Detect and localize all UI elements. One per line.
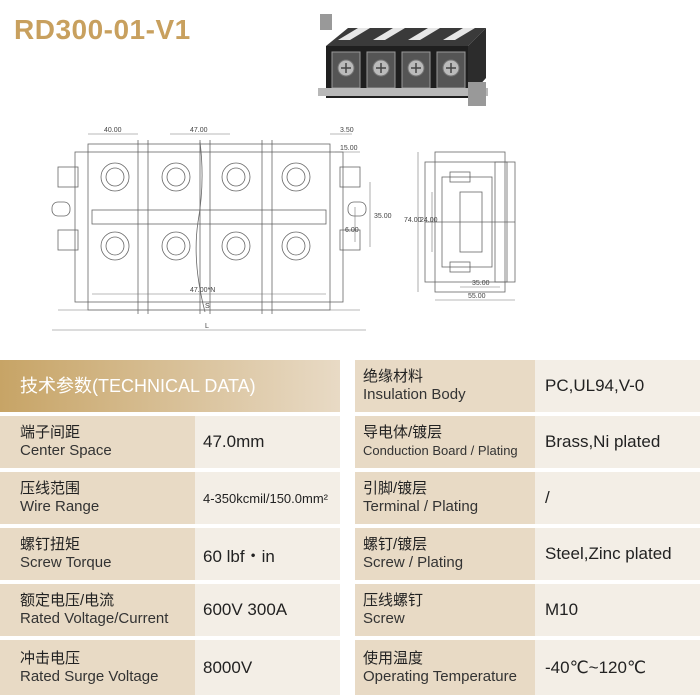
- spec-value-text: Steel,Zinc plated: [545, 544, 672, 563]
- spec-label-cn: 压线范围: [20, 480, 81, 497]
- spec-label-en: Rated Voltage/Current: [20, 610, 169, 627]
- spec-label-cn: 额定电压/电流: [20, 592, 115, 609]
- spec-label-en: Wire Range: [20, 498, 100, 515]
- spec-label-en: Terminal / Plating: [363, 498, 479, 515]
- dim-label: 24.00: [420, 217, 438, 224]
- technical-drawing: 40.00 47.00 3.50 15.00 35.00 6.00 47.00*…: [51, 127, 516, 331]
- spec-value: M10: [535, 584, 700, 636]
- spec-label-cn: 螺钉/镀层: [363, 536, 428, 553]
- dim-label: 6.00: [345, 227, 359, 234]
- spec-label-en: Conduction Board / Plating: [363, 443, 518, 458]
- spec-label-cn: 使用温度: [363, 649, 424, 667]
- spec-value: -40℃~120℃: [535, 640, 700, 695]
- spec-label-en: Insulation Body: [363, 386, 466, 403]
- spec-label-cn: 绝缘材料: [363, 368, 424, 385]
- dim-label: 47.00*N: [190, 287, 215, 294]
- dim-label: 55.00: [468, 293, 486, 300]
- spec-value: 8000V: [195, 640, 340, 695]
- dim-label: 35.00: [472, 280, 490, 287]
- spec-value: Steel,Zinc plated: [535, 528, 700, 580]
- spec-value-text: 600V 300A: [203, 600, 288, 619]
- spec-value: Brass,Ni plated: [535, 416, 700, 468]
- spec-label-en: Operating Temperature: [363, 667, 517, 685]
- spec-value-text: -40℃~120℃: [545, 657, 647, 677]
- spec-label-cn: 螺钉扭矩: [20, 536, 81, 553]
- spec-value-text: /: [545, 488, 550, 507]
- spec-value-text: Brass,Ni plated: [545, 432, 661, 451]
- spec-value: 4-350kcmil/150.0mm²: [195, 472, 340, 524]
- spec-label-cn: 引脚/镀层: [363, 480, 428, 497]
- dim-label: S: [205, 303, 210, 310]
- spec-value: 60 lbf・in: [195, 528, 340, 580]
- spec-label-en: Screw Torque: [20, 554, 112, 571]
- spec-value: /: [535, 472, 700, 524]
- spec-label-cn: 压线螺钉: [363, 592, 424, 609]
- product-photo: [318, 14, 488, 106]
- dim-label: 35.00: [374, 213, 392, 220]
- table-header: 技术参数(TECHNICAL DATA): [0, 360, 340, 412]
- spec-label-en: Screw / Plating: [363, 554, 464, 571]
- spec-value: 600V 300A: [195, 584, 340, 636]
- spec-value: 47.0mm: [195, 416, 340, 468]
- spec-label-en: Rated Surge Voltage: [20, 667, 159, 685]
- dim-label: 3.50: [340, 127, 354, 134]
- spec-value-text: 47.0mm: [203, 432, 265, 451]
- dim-label: L: [205, 323, 209, 330]
- spec-label-en: Center Space: [20, 442, 112, 459]
- spec-label-en: Screw: [363, 610, 405, 627]
- spec-label: 导电体/镀层 Conduction Board / Plating: [355, 416, 535, 468]
- spec-value-text: M10: [545, 600, 579, 619]
- spec-value-text: 8000V: [203, 657, 253, 677]
- dim-label: 47.00: [190, 127, 208, 134]
- spec-value: PC,UL94,V-0: [535, 360, 700, 412]
- dim-label: 74.00: [404, 217, 422, 224]
- table-header-label: 技术参数(TECHNICAL DATA): [20, 376, 256, 396]
- spec-value-text: 4-350kcmil/150.0mm²: [203, 490, 328, 506]
- spec-label-cn: 导电体/镀层: [363, 424, 443, 441]
- spec-label-cn: 冲击电压: [20, 649, 81, 667]
- spec-label-cn: 端子间距: [20, 424, 81, 441]
- spec-value-text: 60 lbf・in: [203, 546, 275, 566]
- dim-label: 15.00: [340, 145, 358, 152]
- spec-value-text: PC,UL94,V-0: [545, 376, 645, 395]
- product-title: RD300-01-V1: [14, 14, 191, 45]
- dim-label: 40.00: [104, 127, 122, 134]
